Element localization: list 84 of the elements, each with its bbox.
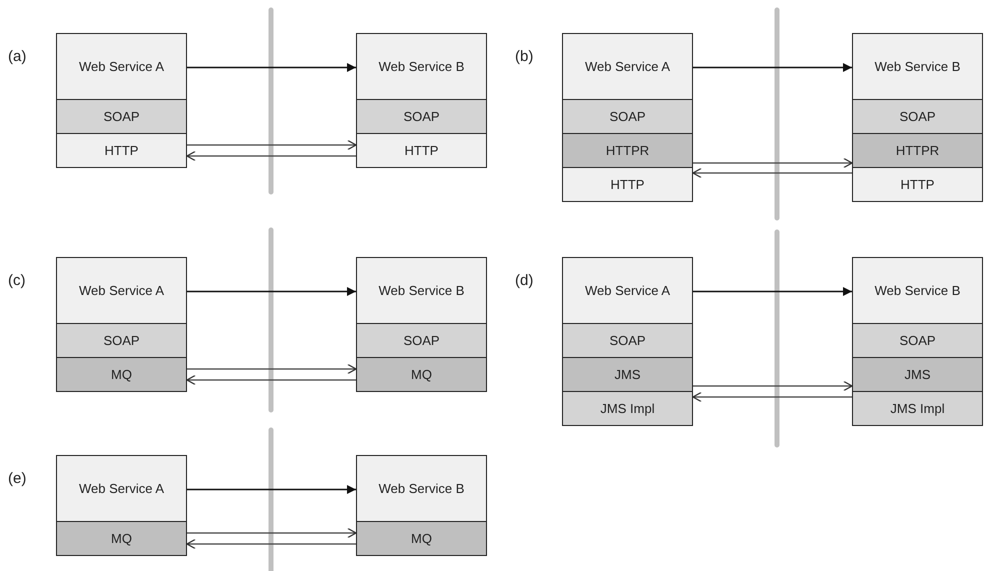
- arrow: [692, 392, 852, 402]
- panel-label: (e): [8, 470, 26, 487]
- box-label: SOAP: [608, 332, 647, 348]
- arrow: [692, 168, 852, 178]
- arrow: [693, 380, 853, 392]
- box-label: SOAP: [898, 332, 937, 348]
- protocol-layer-box: [562, 392, 693, 426]
- protocol-layer-box: [852, 358, 983, 392]
- box-label: MQ: [110, 366, 133, 382]
- box-label: Web Service A: [78, 480, 166, 496]
- protocol-layer-box: [56, 324, 187, 358]
- box-label: Web Service B: [378, 58, 466, 74]
- box-label: SOAP: [898, 108, 937, 124]
- service-box: [356, 257, 487, 324]
- arrow: [186, 538, 356, 550]
- arrow: [187, 287, 356, 296]
- protocol-layer-box: [852, 168, 983, 202]
- arrow: [186, 374, 356, 386]
- box-label: Web Service B: [874, 58, 962, 74]
- arrow: [187, 485, 356, 494]
- protocol-layer-box: [56, 522, 187, 556]
- service-box: [852, 257, 983, 324]
- panel-label: (b): [515, 48, 534, 65]
- arrow: [693, 158, 853, 168]
- box-label: HTTP: [104, 142, 140, 158]
- box-label: SOAP: [402, 108, 441, 124]
- box-label: SOAP: [608, 108, 647, 124]
- service-box: [356, 33, 487, 100]
- box-label: JMS: [614, 366, 642, 382]
- service-box: [56, 455, 187, 522]
- box-label: SOAP: [102, 332, 141, 348]
- box-label: HTTP: [404, 142, 440, 158]
- box-label: HTTP: [900, 176, 936, 192]
- protocol-layer-box: [356, 358, 487, 392]
- panel-label: (c): [8, 272, 26, 289]
- protocol-layer-box: [562, 324, 693, 358]
- box-label: Web Service A: [584, 58, 672, 74]
- box-label: MQ: [410, 366, 433, 382]
- box-label: JMS Impl: [599, 400, 656, 416]
- box-label: JMS: [904, 366, 932, 382]
- protocol-layer-box: [562, 358, 693, 392]
- box-label: SOAP: [102, 108, 141, 124]
- panel-label: (d): [515, 272, 534, 289]
- arrow: [187, 140, 357, 150]
- protocol-layer-box: [56, 358, 187, 392]
- protocol-layer-box: [852, 100, 983, 134]
- box-label: SOAP: [402, 332, 441, 348]
- service-box: [56, 257, 187, 324]
- box-label: Web Service A: [78, 282, 166, 298]
- protocol-layer-box: [356, 522, 487, 556]
- panel-label: (a): [8, 48, 26, 65]
- protocol-layer-box: [356, 134, 487, 168]
- service-box: [356, 455, 487, 522]
- service-box: [852, 33, 983, 100]
- arrow: [693, 287, 852, 296]
- box-label: MQ: [410, 530, 433, 546]
- protocol-layer-box: [356, 100, 487, 134]
- service-box: [56, 33, 187, 100]
- arrow: [187, 63, 356, 72]
- protocol-layer-box: [562, 168, 693, 202]
- protocol-layer-box: [852, 324, 983, 358]
- box-label: HTTP: [610, 176, 646, 192]
- protocol-layer-box: [562, 134, 693, 168]
- box-label: HTTPR: [894, 142, 940, 158]
- protocol-layer-box: [56, 100, 187, 134]
- arrow: [693, 63, 852, 72]
- box-label: MQ: [110, 530, 133, 546]
- arrow: [186, 150, 356, 162]
- protocol-layer-box: [852, 134, 983, 168]
- arrow: [187, 364, 357, 374]
- service-box: [562, 257, 693, 324]
- service-box: [562, 33, 693, 100]
- box-label: Web Service B: [874, 282, 962, 298]
- protocol-layer-box: [562, 100, 693, 134]
- box-label: HTTPR: [604, 142, 650, 158]
- box-label: JMS Impl: [889, 400, 946, 416]
- box-label: Web Service A: [584, 282, 672, 298]
- protocol-layer-box: [356, 324, 487, 358]
- arrow: [187, 528, 357, 538]
- box-label: Web Service B: [378, 480, 466, 496]
- protocol-layer-box: [56, 134, 187, 168]
- box-label: Web Service B: [378, 282, 466, 298]
- box-label: Web Service A: [78, 58, 166, 74]
- protocol-layer-box: [852, 392, 983, 426]
